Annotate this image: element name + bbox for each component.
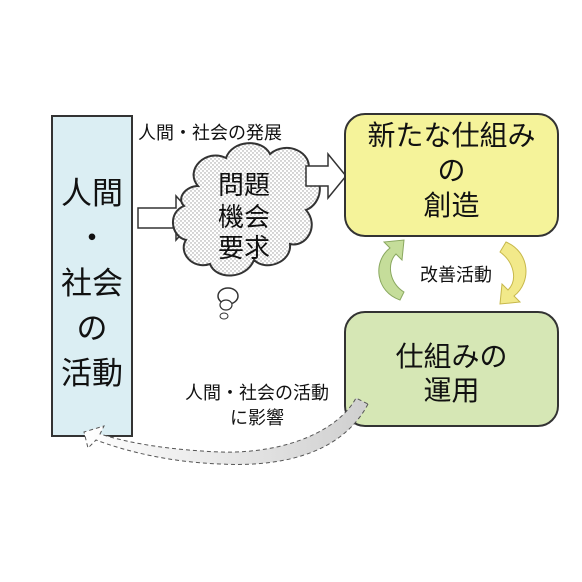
- impact-arrow: [83, 397, 369, 465]
- left-activity-box: [51, 115, 133, 437]
- creation-label: 新たな仕組み の 創造: [345, 118, 558, 223]
- left-box-line: ・: [76, 220, 108, 257]
- cloud-label: 問題 機会 要求: [200, 171, 288, 266]
- left-box-line: の: [76, 310, 108, 347]
- cycle-arrow-down: [499, 241, 527, 305]
- creation-line: の: [437, 154, 466, 187]
- left-box-label: 人間 ・ 社会 の 活動: [52, 172, 132, 397]
- creation-line: 創造: [423, 189, 480, 222]
- cycle-arrow-up: [378, 239, 405, 301]
- creation-box: [344, 113, 559, 237]
- left-box-line: 社会: [61, 265, 123, 302]
- operation-line: 運用: [423, 374, 480, 408]
- operation-line: 仕組みの: [395, 340, 508, 373]
- left-box-line: 活動: [61, 355, 123, 392]
- cloud-bubble-small: [219, 312, 229, 320]
- left-box-line: 人間: [61, 176, 123, 212]
- operation-box: [344, 311, 559, 427]
- creation-line: 新たな仕組み: [367, 119, 536, 152]
- cloud-line: 要求: [217, 234, 270, 265]
- cloud-line: 問題: [217, 171, 270, 201]
- operation-label: 仕組みの 運用: [345, 340, 558, 408]
- development-label: 人間・社会の発展: [138, 123, 282, 144]
- thought-cloud: [172, 142, 321, 277]
- cloud-bubble-medium: [219, 299, 233, 311]
- improvement-label: 改善活動: [420, 265, 492, 286]
- impact-label: 人間・社会の活動 に影響: [168, 381, 346, 431]
- impact-line: に影響: [230, 408, 284, 430]
- cloud-line: 機会: [217, 202, 270, 233]
- impact-line: 人間・社会の活動: [185, 383, 329, 404]
- arrow-cloud-to-creation: [305, 151, 347, 201]
